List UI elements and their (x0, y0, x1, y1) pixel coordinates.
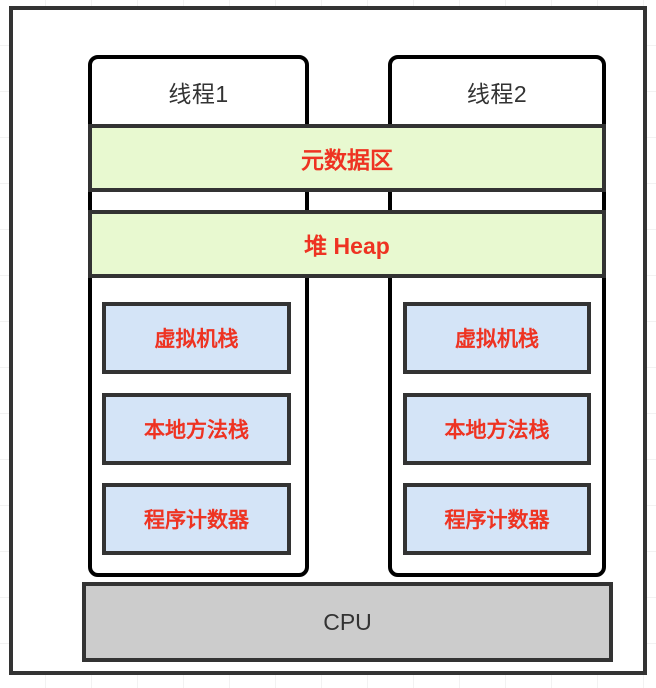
thread-2-vm-stack[interactable]: 虚拟机栈 (403, 302, 591, 374)
thread-1-native-method-stack[interactable]: 本地方法栈 (102, 393, 291, 465)
cpu-bar[interactable]: CPU (82, 582, 613, 662)
jvm-runtime-container: 线程1 线程2 元数据区 堆 Heap 虚拟机栈 本地方法栈 程序计数器 虚拟机… (9, 6, 647, 675)
thread-1-vm-stack[interactable]: 虚拟机栈 (102, 302, 291, 374)
thread-1-title: 线程1 (168, 80, 229, 107)
shared-area-heap[interactable]: 堆 Heap (88, 210, 606, 278)
thread-2-title: 线程2 (466, 80, 528, 107)
shared-area-metadata[interactable]: 元数据区 (88, 124, 606, 192)
thread-1-program-counter[interactable]: 程序计数器 (102, 483, 291, 555)
thread-2-program-counter[interactable]: 程序计数器 (403, 483, 591, 555)
thread-2-native-method-stack[interactable]: 本地方法栈 (403, 393, 591, 465)
